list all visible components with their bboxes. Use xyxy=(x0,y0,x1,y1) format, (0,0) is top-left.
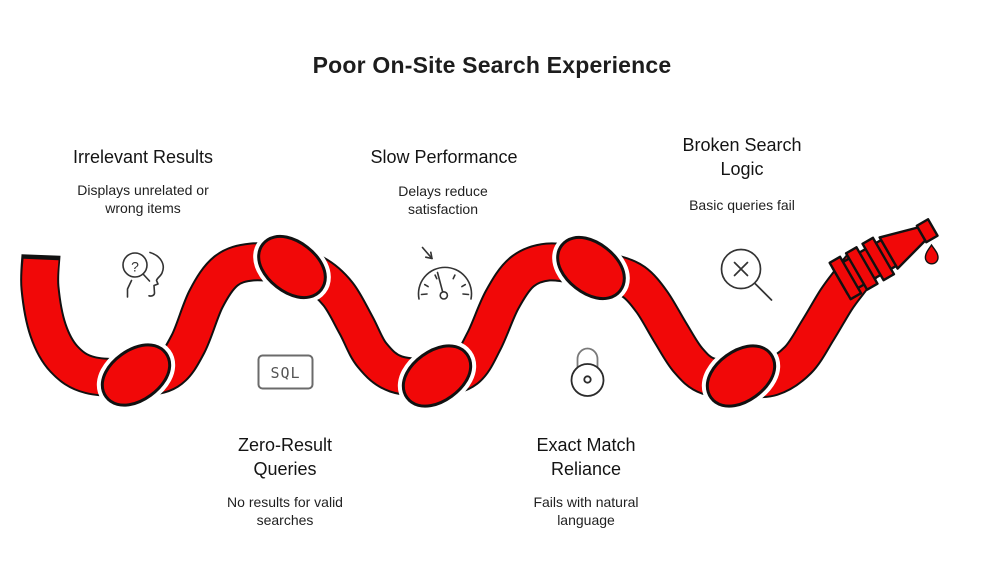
magnifier-x-icon xyxy=(720,248,773,301)
section-irrelevant-results-heading: Irrelevant Results xyxy=(72,147,214,167)
confused-head-search-icon: ? xyxy=(122,251,165,298)
rope-knot xyxy=(260,237,324,297)
rope-knot xyxy=(404,347,470,405)
nozzle-icon xyxy=(828,218,939,301)
rope-knot xyxy=(103,346,169,404)
rope-knot xyxy=(708,347,774,405)
sql-box-icon: SQL xyxy=(257,354,314,390)
section-zero-result-queries-description: No results for valid searches xyxy=(227,494,343,528)
rope-knot xyxy=(559,238,623,298)
section-exact-match-reliance-heading: Exact Match Reliance xyxy=(536,435,636,479)
hose-knots xyxy=(96,230,781,412)
section-exact-match-reliance-description: Fails with natural language xyxy=(533,494,639,528)
section-irrelevant-results-description: Displays unrelated or wrong items xyxy=(77,182,209,216)
section-slow-performance-heading: Slow Performance xyxy=(370,147,518,167)
section-zero-result-queries-heading: Zero-Result Queries xyxy=(237,435,333,479)
section-broken-search-logic-description: Basic queries fail xyxy=(689,197,795,213)
drip-icon xyxy=(924,243,939,265)
padlock-icon xyxy=(570,347,605,397)
sql-label: SQL xyxy=(270,364,300,382)
page-title: Poor On-Site Search Experience xyxy=(312,52,672,78)
svg-text:?: ? xyxy=(131,259,139,275)
section-slow-performance-description: Delays reduce satisfaction xyxy=(398,183,488,217)
speedometer-decline-icon xyxy=(417,246,473,300)
section-broken-search-logic-heading: Broken Search Logic xyxy=(682,135,802,179)
